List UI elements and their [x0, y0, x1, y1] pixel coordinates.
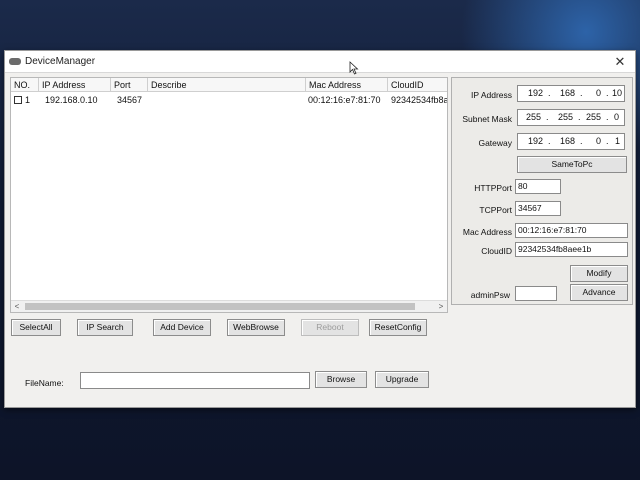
tcp-port-label: TCPPort [479, 205, 512, 215]
subnet-mask-field[interactable]: 255 . 255 . 255 . 0 [517, 109, 625, 126]
gateway-field[interactable]: 192 . 168 . 0 . 1 [517, 133, 625, 150]
same-to-pc-button[interactable]: SameToPc [517, 156, 627, 173]
subnet-mask-label: Subnet Mask [462, 114, 512, 124]
list-header: NO. IP Address Port Describe Mac Address… [11, 78, 447, 92]
cell-ip: 192.168.0.10 [45, 95, 98, 105]
scroll-thumb[interactable] [25, 303, 415, 310]
device-config-panel: IP Address 192 . 168 . 0 . 10 Subnet Mas… [451, 77, 633, 305]
admin-password-field[interactable] [515, 286, 557, 301]
reset-config-button[interactable]: ResetConfig [369, 319, 427, 336]
file-name-label: FileName: [25, 378, 64, 388]
file-name-field[interactable] [80, 372, 310, 389]
horizontal-scrollbar[interactable]: < > [11, 300, 447, 312]
mac-address-label: Mac Address [462, 227, 512, 237]
mask-octet: 0 [614, 112, 620, 122]
title-bar[interactable]: DeviceManager ✕ [5, 51, 635, 73]
ip-search-button[interactable]: IP Search [77, 319, 133, 336]
mouse-cursor-icon [349, 61, 359, 75]
admin-password-label: adminPsw [470, 290, 510, 300]
http-port-field[interactable]: 80 [515, 179, 561, 194]
cell-cloudid: 92342534fb8aee [391, 95, 448, 105]
col-port[interactable]: Port [111, 78, 148, 92]
table-row[interactable]: 1 192.168.0.10 34567 00:12:16:e7:81:70 9… [11, 93, 447, 107]
device-list[interactable]: NO. IP Address Port Describe Mac Address… [10, 77, 448, 313]
ip-address-label: IP Address [471, 90, 512, 100]
gateway-label: Gateway [478, 138, 512, 148]
cloud-id-field[interactable]: 92342534fb8aee1b [515, 242, 628, 257]
ip-address-field[interactable]: 192 . 168 . 0 . 10 [517, 85, 625, 102]
col-ip[interactable]: IP Address [39, 78, 111, 92]
reboot-button[interactable]: Reboot [301, 319, 359, 336]
gateway-octet: 0 [596, 136, 602, 146]
ip-octet: 10 [612, 88, 623, 98]
cloud-id-label: CloudID [481, 246, 512, 256]
mask-octet: 255 [558, 112, 574, 122]
mask-octet: 255 [586, 112, 602, 122]
cell-no: 1 [25, 95, 31, 105]
scroll-left-icon[interactable]: < [14, 302, 20, 311]
col-no[interactable]: NO. [11, 78, 39, 92]
web-browse-button[interactable]: WebBrowse [227, 319, 285, 336]
window-title: DeviceManager [25, 56, 96, 67]
col-mac[interactable]: Mac Address [306, 78, 388, 92]
gateway-octet: 192 [528, 136, 544, 146]
add-device-button[interactable]: Add Device [153, 319, 211, 336]
scroll-right-icon[interactable]: > [438, 302, 444, 311]
app-icon [9, 58, 21, 65]
ip-octet: 192 [528, 88, 544, 98]
close-icon[interactable]: ✕ [614, 54, 626, 69]
tcp-port-field[interactable]: 34567 [515, 201, 561, 216]
cell-mac: 00:12:16:e7:81:70 [308, 95, 381, 105]
browse-button[interactable]: Browse [315, 371, 367, 388]
device-manager-window: DeviceManager ✕ NO. IP Address Port Desc… [4, 50, 636, 408]
ip-octet: 168 [560, 88, 576, 98]
mask-octet: 255 [526, 112, 542, 122]
http-port-label: HTTPPort [474, 183, 512, 193]
select-all-button[interactable]: SelectAll [11, 319, 61, 336]
gateway-octet: 1 [615, 136, 621, 146]
col-describe[interactable]: Describe [148, 78, 306, 92]
ip-octet: 0 [596, 88, 602, 98]
modify-button[interactable]: Modify [570, 265, 628, 282]
upgrade-button[interactable]: Upgrade [375, 371, 429, 388]
gateway-octet: 168 [560, 136, 576, 146]
row-checkbox[interactable] [14, 96, 22, 104]
cell-port: 34567 [117, 95, 143, 105]
mac-address-field[interactable]: 00:12:16:e7:81:70 [515, 223, 628, 238]
advance-button[interactable]: Advance [570, 284, 628, 301]
cell-describe [151, 93, 306, 107]
col-cloudid[interactable]: CloudID [388, 78, 447, 92]
